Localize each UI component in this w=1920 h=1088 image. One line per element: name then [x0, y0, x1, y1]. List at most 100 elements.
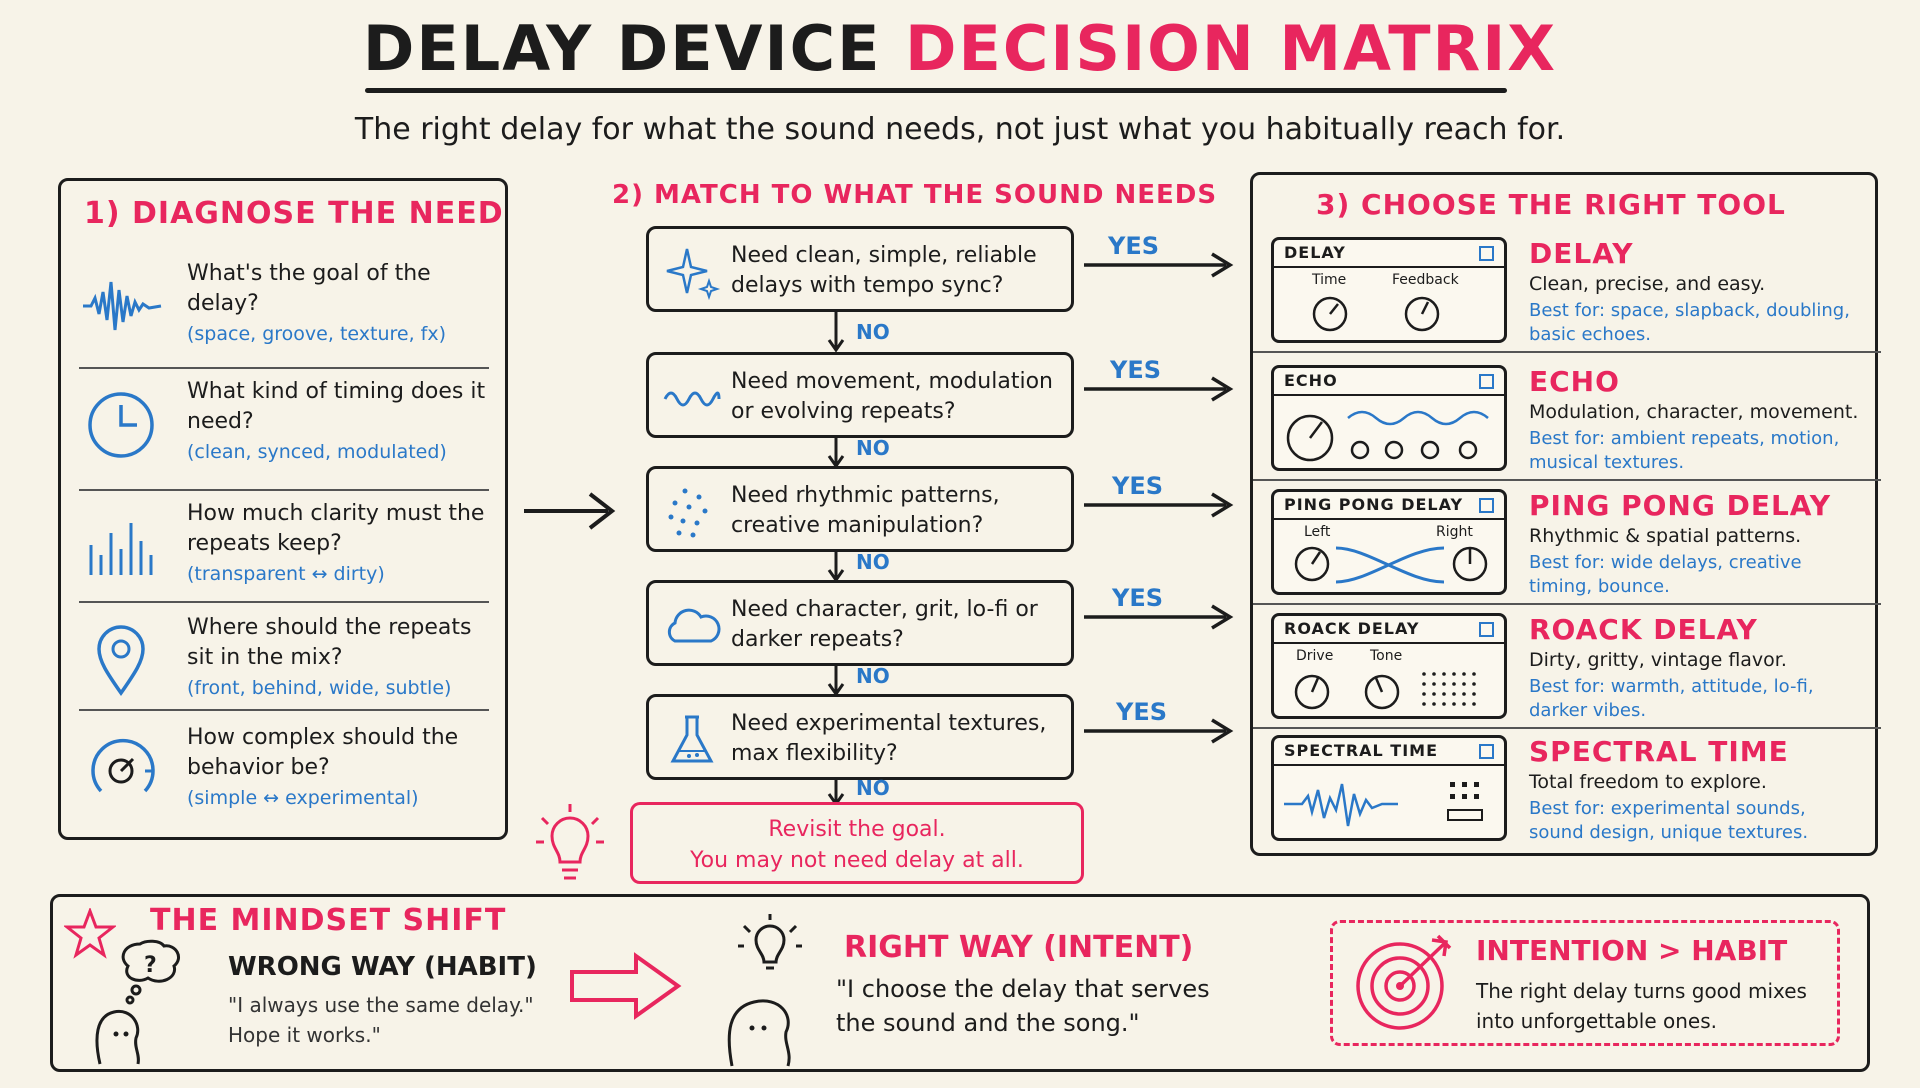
tool-name: DELAY — [1529, 237, 1634, 270]
match-step: Need character, grit, lo-fi or darker re… — [646, 580, 1074, 666]
tool-best-for: Best for: experimental sounds, sound des… — [1529, 798, 1809, 843]
diagnose-item: Where should the repeats sit in the mix?… — [61, 605, 511, 721]
knob-label: Left — [1304, 524, 1331, 540]
title-main: DELAY DEVICE — [362, 12, 882, 85]
yes-label: YES — [1116, 698, 1168, 726]
divider — [79, 489, 489, 491]
no-label: NO — [856, 436, 890, 460]
no-label: NO — [856, 550, 890, 574]
roack-controls-icon — [1294, 672, 1476, 710]
diagnose-question: How complex should the behavior be?(simp… — [187, 725, 459, 809]
wave-icon — [663, 391, 721, 407]
meter-bars-icon — [89, 523, 153, 575]
tools-panel: DELAY Time Feedback DELAY Clean, precise… — [1250, 172, 1881, 856]
confused-person-icon: ? — [95, 939, 180, 1065]
device-panel: PING PONG DELAY Left Right — [1271, 489, 1507, 595]
match-step: Need experimental textures, max flexibil… — [646, 694, 1074, 780]
knob-label: Time — [1312, 272, 1347, 288]
tool-item: ROACK DELAY Drive Tone ROACK DELAY Dirty… — [1253, 603, 1881, 729]
clock-icon — [88, 392, 154, 458]
tool-desc: Modulation, character, movement. — [1529, 401, 1859, 423]
device-indicator — [1479, 622, 1494, 637]
knob-icon — [1312, 296, 1348, 332]
diagnose-heading: 1) DIAGNOSE THE NEED — [84, 196, 504, 231]
right-way-title: RIGHT WAY (INTENT) — [844, 930, 1194, 965]
yes-label: YES — [1110, 356, 1162, 384]
dial-icon — [91, 738, 155, 793]
star-icon — [64, 908, 116, 959]
device-panel: SPECTRAL TIME — [1271, 735, 1507, 841]
arrow-down-icon — [827, 438, 845, 468]
arrow-down-icon — [827, 552, 845, 582]
arrow-right-icon — [1084, 604, 1234, 630]
intent-box — [1330, 920, 1840, 1046]
diagnose-question: What's the goal of the delay?(space, gro… — [187, 261, 446, 345]
intent-text: The right delay turns good mixes into un… — [1476, 979, 1807, 1033]
tool-name: SPECTRAL TIME — [1529, 735, 1789, 768]
device-indicator — [1479, 246, 1494, 261]
flask-icon — [670, 715, 714, 763]
match-question: Need clean, simple, reliable delays with… — [731, 243, 1037, 298]
sparkle-icon — [666, 248, 721, 301]
diagnose-item: How much clarity must the repeats keep?(… — [61, 491, 511, 607]
divider — [79, 367, 489, 369]
arrow-down-icon — [827, 666, 845, 696]
match-step: Need clean, simple, reliable delays with… — [646, 226, 1074, 312]
match-step: Need rhythmic patterns, creative manipul… — [646, 466, 1074, 552]
diagnose-question: Where should the repeats sit in the mix?… — [187, 615, 472, 699]
diagnose-hint: (clean, synced, modulated) — [187, 441, 447, 463]
device-panel: DELAY Time Feedback — [1271, 237, 1507, 343]
tools-heading: 3) CHOOSE THE RIGHT TOOL — [1316, 188, 1786, 221]
dots-icon — [668, 488, 708, 538]
tool-best-for: Best for: warmth, attitude, lo-fi, darke… — [1529, 676, 1814, 721]
diagnose-hint: (front, behind, wide, subtle) — [187, 677, 452, 699]
fallback-line1: Revisit the goal. — [768, 817, 946, 842]
device-indicator — [1479, 498, 1494, 513]
tool-name: ECHO — [1529, 365, 1620, 398]
device-panel: ROACK DELAY Drive Tone — [1271, 613, 1507, 719]
device-indicator — [1479, 374, 1494, 389]
knob-label: Tone — [1370, 648, 1403, 664]
device-indicator — [1479, 744, 1494, 759]
divider — [79, 601, 489, 603]
tool-item: SPECTRAL TIME SPECTRAL TIME Total freedo… — [1271, 725, 1861, 845]
tool-item: PING PONG DELAY Left Right PING PONG DEL… — [1253, 479, 1881, 605]
match-question: Need rhythmic patterns, creative manipul… — [731, 483, 1000, 538]
mindset-panel — [50, 894, 1870, 1072]
match-question: Need movement, modulation or evolving re… — [731, 369, 1053, 424]
tool-desc: Total freedom to explore. — [1529, 771, 1767, 793]
match-question: Need character, grit, lo-fi or darker re… — [731, 597, 1038, 652]
diagnose-item: How complex should the behavior be?(simp… — [61, 715, 511, 831]
diagnose-hint: (space, groove, texture, fx) — [187, 323, 446, 345]
wrong-way-quote: "I always use the same delay." Hope it w… — [228, 993, 534, 1047]
cloud-icon — [667, 608, 721, 643]
device-name: ROACK DELAY — [1284, 619, 1420, 638]
arrow-right-icon — [1084, 492, 1234, 518]
arrow-right-icon — [570, 952, 682, 1020]
arrow-right-icon — [1084, 252, 1234, 278]
yes-label: YES — [1108, 232, 1160, 260]
knob-label: Drive — [1296, 648, 1334, 664]
match-heading: 2) MATCH TO WHAT THE SOUND NEEDS — [612, 180, 1218, 210]
svg-text:?: ? — [144, 953, 157, 978]
waveform-icon — [83, 281, 162, 331]
no-label: NO — [856, 320, 890, 344]
no-label: NO — [856, 776, 890, 800]
diagnose-hint: (transparent ↔ dirty) — [187, 563, 385, 585]
spectral-controls-icon — [1284, 782, 1483, 827]
arrow-right-icon — [524, 492, 616, 530]
title-underline — [365, 88, 1507, 93]
no-label: NO — [856, 664, 890, 688]
match-step: Need movement, modulation or evolving re… — [646, 352, 1074, 438]
right-way-quote: "I choose the delay that serves the soun… — [836, 975, 1210, 1037]
arrow-right-icon — [1084, 718, 1234, 744]
tool-item: ECHO ECHO Modulation, character, movemen… — [1253, 355, 1881, 481]
ping-pong-controls-icon — [1294, 546, 1488, 584]
location-pin-icon — [97, 625, 145, 697]
yes-label: YES — [1112, 472, 1164, 500]
echo-controls-icon — [1286, 410, 1489, 462]
diagnose-question: What kind of timing does it need?(clean,… — [187, 379, 486, 463]
yes-label: YES — [1112, 584, 1164, 612]
knob-label: Feedback — [1392, 272, 1459, 288]
diagnose-item: What's the goal of the delay?(space, gro… — [61, 251, 511, 367]
